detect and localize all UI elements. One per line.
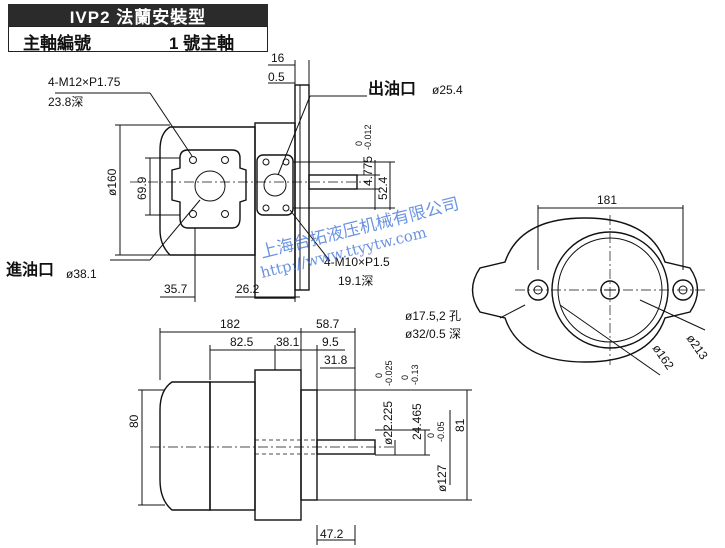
side-view — [138, 328, 472, 545]
pump-body-outline — [159, 126, 256, 256]
dim-47-2: 47.2 — [320, 527, 344, 541]
outlet-port-hole — [263, 173, 287, 197]
tol-4-775-upper: 0 — [354, 141, 364, 146]
dim-d213: ø213 — [684, 332, 711, 363]
tol-22-225-lower: -0.025 — [384, 360, 394, 386]
dim-4-775: 4.775 — [361, 156, 375, 186]
dim-d160: ø160 — [105, 168, 119, 196]
outlet-label: 出油口 — [368, 79, 416, 98]
dim-26-2: 26.2 — [236, 282, 260, 296]
dim-9-5: 9.5 — [322, 335, 339, 349]
dim-181: 181 — [597, 193, 617, 207]
dim-82-5: 82.5 — [230, 335, 254, 349]
counterbore-label: ø32/0.5 深 — [405, 327, 461, 341]
dim-52-4: 52.4 — [376, 176, 390, 200]
mount-hole-label: ø17.5,2 孔 — [405, 309, 461, 323]
tol-4-775-lower: -0.012 — [363, 124, 373, 150]
front-view — [471, 205, 706, 376]
inlet-depth-label: 19.1深 — [338, 274, 373, 288]
inlet-label: 進油口 — [6, 260, 54, 279]
outlet-thread-label: 4-M12×P1.75 — [48, 75, 121, 89]
cartridge-body — [209, 381, 256, 511]
dim-58-7: 58.7 — [316, 317, 340, 331]
dim-d162: ø162 — [650, 342, 677, 373]
page-title: IVP2 法蘭安裝型 — [69, 7, 207, 27]
inlet-thread-label: 4-M10×P1.5 — [324, 255, 390, 269]
dim-81: 81 — [453, 418, 467, 432]
shaft — [308, 174, 358, 190]
dim-38-1: 38.1 — [276, 335, 300, 349]
outlet-depth-label: 23.8深 — [48, 95, 83, 109]
tol-127-lower: -0.05 — [436, 421, 446, 442]
outlet-port-pad — [256, 154, 294, 216]
dim-31-8: 31.8 — [324, 353, 348, 367]
inlet-diameter: ø38.1 — [66, 267, 97, 281]
tol-127-upper: 0 — [426, 433, 436, 438]
flange-pilot — [300, 389, 318, 501]
top-view — [55, 60, 395, 302]
tol-22-225-upper: 0 — [374, 373, 384, 378]
dim-69-9: 69.9 — [135, 176, 149, 200]
shaft-number-label: 主軸編號 — [23, 34, 91, 53]
inlet-port-hole — [194, 170, 226, 202]
dim-d22-225: ø22.225 — [381, 401, 395, 445]
tol-24-465-lower: -0.13 — [410, 364, 420, 385]
dim-d127: ø127 — [435, 464, 449, 492]
tol-24-465-upper: 0 — [400, 375, 410, 380]
outlet-diameter: ø25.4 — [432, 83, 463, 97]
rear-cover — [159, 381, 211, 511]
dim-16: 16 — [271, 51, 285, 65]
shaft-number-value: 1 號主軸 — [169, 34, 235, 53]
flange-outline — [471, 217, 699, 363]
dim-24-465: 24.465 — [410, 403, 424, 440]
shaft-number-table: 主軸編號 1 號主軸 — [8, 26, 268, 53]
dim-182: 182 — [220, 317, 240, 331]
dim-80: 80 — [127, 414, 141, 428]
dim-0-5: 0.5 — [268, 70, 285, 84]
dim-35-7: 35.7 — [164, 282, 188, 296]
front-housing — [254, 369, 302, 521]
inlet-port-pad — [171, 149, 247, 229]
title-bar: IVP2 法蘭安裝型 — [8, 4, 268, 27]
